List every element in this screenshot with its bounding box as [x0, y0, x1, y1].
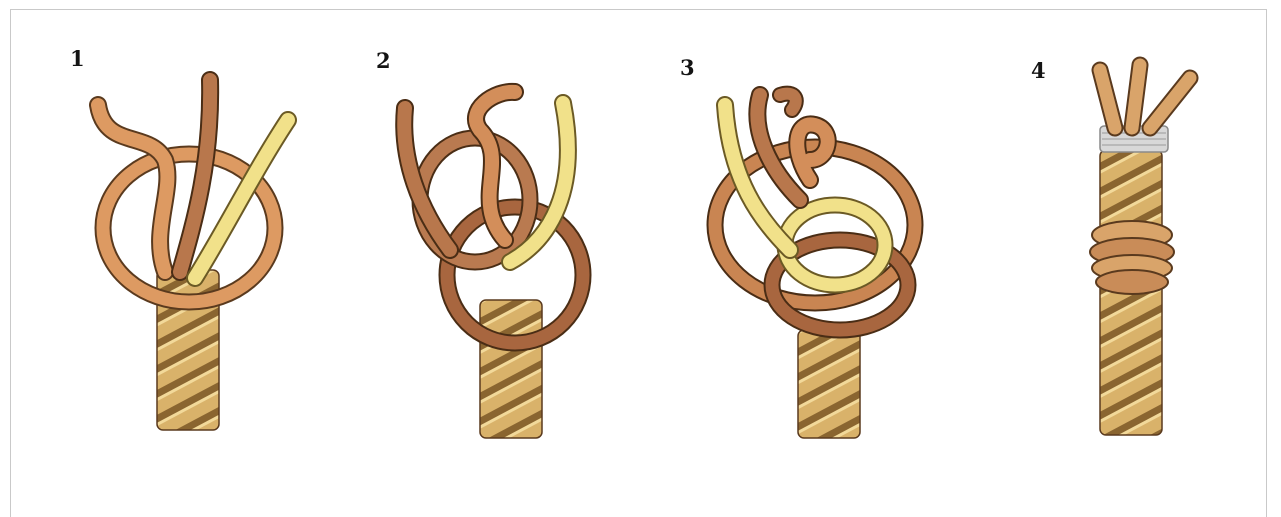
step-4-illustration — [1090, 65, 1190, 435]
rope-body — [798, 330, 860, 438]
knot-wraps — [1090, 221, 1174, 294]
step-2-illustration — [404, 92, 583, 438]
step-3-label: 3 — [680, 57, 695, 78]
step-2-label: 2 — [376, 50, 391, 71]
step-3-illustration — [715, 94, 915, 438]
rope-body — [480, 300, 542, 438]
step-1-illustration — [98, 80, 288, 430]
step-1-label: 1 — [70, 48, 85, 69]
step-4-label: 4 — [1031, 60, 1046, 81]
